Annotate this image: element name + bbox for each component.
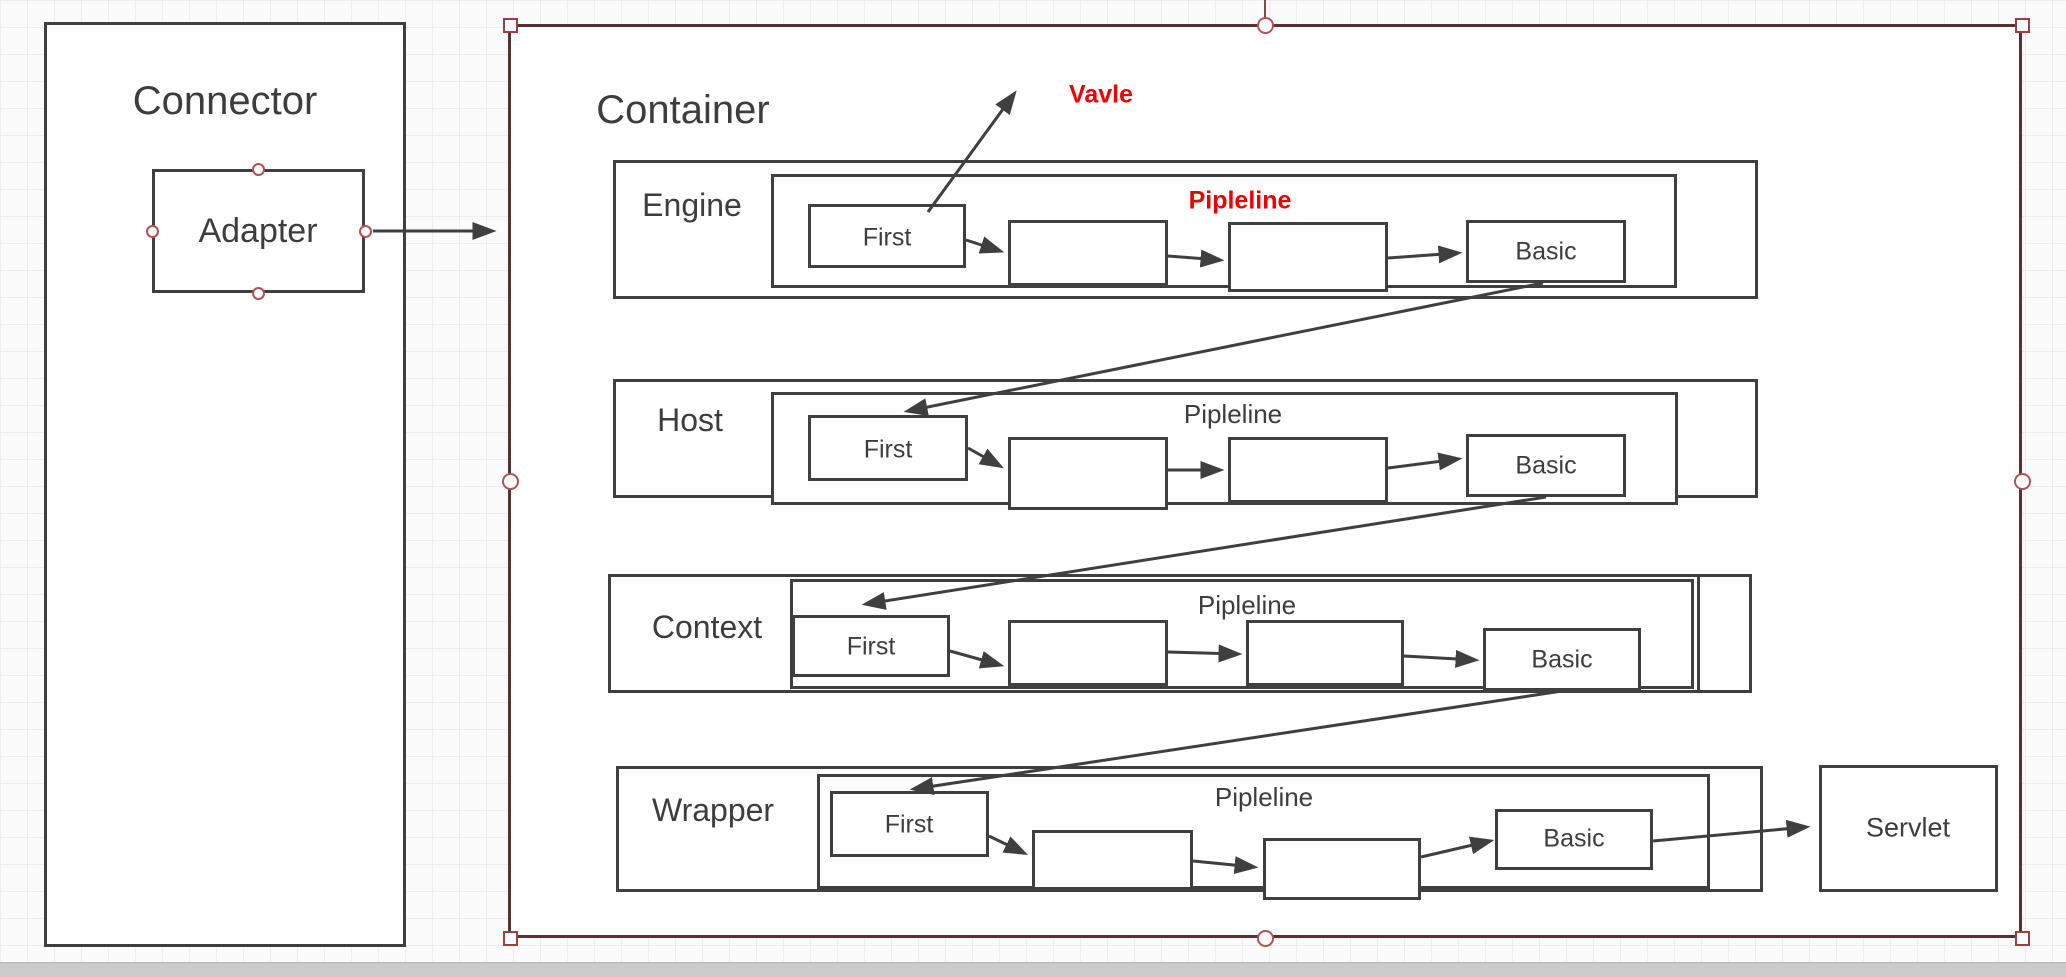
selection-handle-top-right[interactable] [2014, 17, 2030, 33]
context-first-valve-box[interactable] [792, 615, 950, 677]
host-first-valve-box[interactable] [808, 415, 968, 481]
engine-valve-box-2[interactable] [1008, 220, 1168, 286]
wrapper-basic-label: Basic [1543, 824, 1605, 853]
engine-first-valve-box[interactable] [808, 204, 966, 268]
wrapper-basic-valve-box[interactable] [1495, 809, 1653, 870]
engine-row-label: Engine [642, 187, 742, 223]
canvas-bottom-edge [0, 962, 2066, 977]
context-first-label: First [846, 632, 896, 661]
selection-handle-bottom-left[interactable] [502, 930, 518, 946]
selection-handle-top-left[interactable] [502, 17, 518, 33]
selection-handle-bottom-center[interactable] [1256, 929, 1274, 947]
context-right-divider-line [1697, 577, 1700, 691]
selection-handle-middle-right[interactable] [2013, 472, 2031, 490]
adapter-connection-point-left[interactable] [145, 224, 159, 238]
wrapper-row-label: Wrapper [651, 792, 775, 828]
engine-first-label: First [862, 223, 912, 252]
wrapper-first-valve-box[interactable] [830, 791, 989, 857]
host-row-label: Host [657, 402, 723, 438]
wrapper-valve-box-3[interactable] [1263, 838, 1421, 900]
wrapper-valve-box-2[interactable] [1032, 830, 1193, 890]
adapter-connection-point-top[interactable] [251, 162, 265, 176]
connector-box[interactable] [44, 22, 406, 947]
host-first-label: First [863, 435, 913, 464]
host-basic-label: Basic [1515, 451, 1577, 480]
context-valve-box-2[interactable] [1008, 620, 1168, 686]
wrapper-pipeline-label: Pipleline [1214, 782, 1314, 812]
context-basic-valve-box[interactable] [1483, 628, 1641, 691]
context-pipeline-label: Pipleline [1197, 590, 1297, 620]
selection-handle-top-center[interactable] [1256, 16, 1274, 34]
context-basic-label: Basic [1531, 645, 1593, 674]
adapter-connection-point-right[interactable] [358, 224, 372, 238]
valve-label: Vavle [1069, 80, 1133, 109]
engine-basic-label: Basic [1515, 237, 1577, 266]
rotation-handle-line [1264, 0, 1266, 17]
selection-handle-middle-left[interactable] [501, 472, 519, 490]
engine-pipeline-label: Pipleline [1188, 186, 1292, 215]
selection-handle-bottom-right[interactable] [2014, 930, 2030, 946]
adapter-connection-point-bottom[interactable] [251, 286, 265, 300]
engine-valve-box-3[interactable] [1228, 222, 1388, 292]
container-title: Container [596, 88, 770, 132]
servlet-label: Servlet [1865, 812, 1951, 843]
adapter-label: Adapter [198, 212, 318, 250]
host-basic-valve-box[interactable] [1466, 434, 1626, 497]
connector-title: Connector [132, 79, 318, 123]
host-pipeline-label: Pipleline [1183, 399, 1283, 429]
wrapper-first-label: First [884, 810, 934, 839]
context-row-label: Context [651, 609, 763, 645]
context-valve-box-3[interactable] [1246, 620, 1404, 686]
engine-basic-valve-box[interactable] [1466, 220, 1626, 283]
host-valve-box-3[interactable] [1228, 437, 1388, 503]
host-valve-box-2[interactable] [1008, 437, 1168, 510]
servlet-box[interactable] [1819, 765, 1998, 892]
